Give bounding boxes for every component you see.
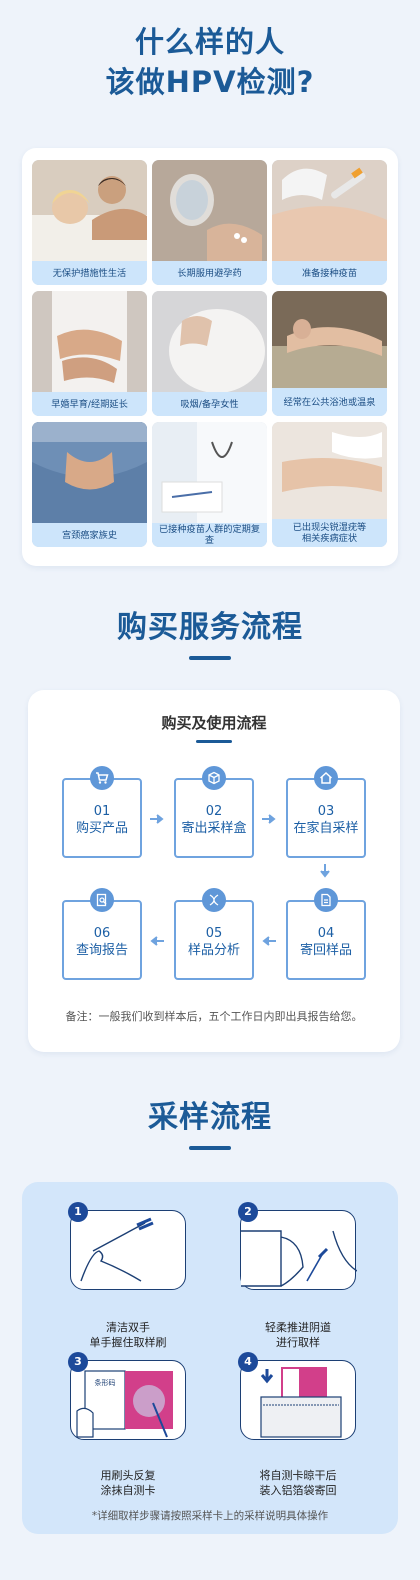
purchase-card-title: 购买及使用流程 bbox=[161, 714, 267, 732]
flow-step-num: 06 bbox=[93, 926, 111, 941]
sampling-step-caption: 将自测卡晾干后 装入铝箔袋寄回 bbox=[218, 1468, 378, 1498]
sampling-caption-line1: 用刷头反复 bbox=[100, 1469, 156, 1482]
flow-arrow-right bbox=[150, 814, 164, 824]
sampling-flow-card: 1 清洁双手 单手握住取样刷 2 轻柔推进阴道 进行取样 条形码 3 用刷头反复… bbox=[22, 1182, 398, 1534]
sampling-caption-line1: 轻柔推进阴道 bbox=[265, 1321, 331, 1334]
sampling-step-2-illustration bbox=[240, 1210, 358, 1290]
foil-bag-icon bbox=[260, 1367, 342, 1438]
page-title-line2: 该做HPV检测? bbox=[105, 65, 315, 99]
people-caption: 已出现尖锐湿疣等相关疾病症状 bbox=[272, 519, 387, 547]
purchase-note: 备注：一般我们收到样本后，五个工作日内即出具报告给您。 bbox=[65, 1010, 363, 1023]
people-caption: 长期服用避孕药 bbox=[152, 261, 267, 285]
flow-step-num: 03 bbox=[317, 804, 335, 819]
flow-step-label: 寄出采样盒 bbox=[181, 821, 247, 836]
sampling-caption-line2: 单手握住取样刷 bbox=[89, 1336, 167, 1349]
abdominal-pain-photo-icon bbox=[32, 291, 147, 392]
people-tile: 已出现尖锐湿疣等相关疾病症状 bbox=[272, 422, 387, 547]
report-search-icon bbox=[90, 888, 114, 912]
flow-step-num: 04 bbox=[317, 926, 335, 941]
document-icon bbox=[314, 888, 338, 912]
pregnant-photo-icon bbox=[152, 291, 267, 392]
home-icon bbox=[314, 766, 338, 790]
legs-photo-icon bbox=[272, 422, 387, 523]
people-caption: 早婚早育/经期延长 bbox=[32, 392, 147, 416]
people-tile: 已接种疫苗人群的定期复查 bbox=[152, 422, 267, 547]
flow-step-analysis: 05 样品分析 bbox=[174, 900, 254, 980]
smear-card-icon bbox=[76, 1370, 173, 1438]
sampling-step-caption: 用刷头反复 涂抹自测卡 bbox=[48, 1468, 208, 1498]
sampling-step-caption: 轻柔推进阴道 进行取样 bbox=[218, 1320, 378, 1350]
box-icon bbox=[202, 766, 226, 790]
cart-icon bbox=[90, 766, 114, 790]
people-tile: 吸烟/备孕女性 bbox=[152, 291, 267, 416]
sampling-step-badge: 3 bbox=[68, 1352, 88, 1372]
people-tile: 经常在公共浴池或温泉 bbox=[272, 291, 387, 416]
flow-step-label: 样品分析 bbox=[187, 943, 240, 958]
sampling-step-3-illustration: 条形码 bbox=[70, 1360, 186, 1440]
couple-photo-icon bbox=[32, 160, 147, 261]
sampling-caption-line2: 涂抹自测卡 bbox=[100, 1484, 156, 1497]
people-caption-line2: 相关疾病症状 bbox=[301, 533, 358, 544]
flow-arrow-right bbox=[262, 814, 276, 824]
flow-step-label: 寄回样品 bbox=[299, 943, 352, 958]
sampling-footnote: *详细取样步骤请按照采样卡上的采样说明具体操作 bbox=[91, 1510, 329, 1522]
flow-step-num: 02 bbox=[205, 804, 223, 819]
purchase-section-divider bbox=[189, 656, 231, 660]
sampling-step-badge: 4 bbox=[238, 1352, 258, 1372]
purchase-card-divider bbox=[196, 740, 232, 743]
sampling-section-divider bbox=[189, 1146, 231, 1150]
flow-step-self-sample: 03 在家自采样 bbox=[286, 778, 366, 858]
flow-arrow-down bbox=[320, 864, 330, 878]
flow-step-label: 查询报告 bbox=[75, 943, 128, 958]
flow-step-label: 在家自采样 bbox=[293, 821, 359, 836]
sampling-caption-line1: 将自测卡晾干后 bbox=[259, 1469, 337, 1482]
sampling-caption-line2: 进行取样 bbox=[276, 1336, 320, 1349]
flow-step-report: 06 查询报告 bbox=[62, 900, 142, 980]
people-tile: 宫颈癌家族史 bbox=[32, 422, 147, 547]
people-tile: 早婚早育/经期延长 bbox=[32, 291, 147, 416]
insert-brush-icon bbox=[241, 1230, 358, 1287]
hand-brush-icon bbox=[80, 1217, 154, 1282]
sampling-step-caption: 清洁双手 单手握住取样刷 bbox=[48, 1320, 208, 1350]
sampling-caption-line2: 装入铝箔袋寄回 bbox=[259, 1484, 337, 1497]
barcode-label: 条形码 bbox=[94, 1379, 116, 1387]
flow-step-num: 01 bbox=[93, 804, 111, 819]
people-caption: 吸烟/备孕女性 bbox=[152, 392, 267, 416]
flow-step-send-back: 04 寄回样品 bbox=[286, 900, 366, 980]
sampling-step-badge: 1 bbox=[68, 1202, 88, 1222]
doctor-photo-icon bbox=[152, 422, 267, 523]
people-caption: 无保护措施性生活 bbox=[32, 261, 147, 285]
people-caption: 经常在公共浴池或温泉 bbox=[272, 388, 387, 416]
hot-spring-photo-icon bbox=[272, 291, 387, 392]
pelvis-photo-icon bbox=[32, 422, 147, 523]
flow-step-num: 05 bbox=[205, 926, 223, 941]
flow-step-ship-kit: 02 寄出采样盒 bbox=[174, 778, 254, 858]
flow-step-buy: 01 购买产品 bbox=[62, 778, 142, 858]
sampling-step-badge: 2 bbox=[238, 1202, 258, 1222]
dna-icon bbox=[202, 888, 226, 912]
pills-photo-icon bbox=[152, 160, 267, 261]
people-caption: 已接种疫苗人群的定期复查 bbox=[152, 523, 267, 547]
people-tile: 长期服用避孕药 bbox=[152, 160, 267, 285]
people-caption-line1: 已出现尖锐湿疣等 bbox=[292, 522, 367, 533]
purchase-flow-card: 购买及使用流程 01 购买产品 02 寄出采样盒 03 在家自采样 06 查询报… bbox=[28, 690, 400, 1052]
vaccine-photo-icon bbox=[272, 160, 387, 261]
people-tile: 无保护措施性生活 bbox=[32, 160, 147, 285]
flow-step-label: 购买产品 bbox=[75, 821, 128, 836]
sampling-step-4-illustration bbox=[240, 1360, 356, 1440]
sampling-step-1-illustration bbox=[70, 1210, 186, 1290]
flow-arrow-left bbox=[262, 936, 276, 946]
sampling-section-title: 采样流程 bbox=[148, 1100, 272, 1135]
sampling-caption-line1: 清洁双手 bbox=[106, 1321, 150, 1334]
people-caption: 准备接种疫苗 bbox=[272, 261, 387, 285]
target-people-card: 无保护措施性生活 长期服用避孕药 准备接种疫苗 bbox=[22, 148, 398, 566]
people-caption: 宫颈癌家族史 bbox=[32, 523, 147, 547]
purchase-section-title: 购买服务流程 bbox=[117, 610, 303, 645]
page-title-line1: 什么样的人 bbox=[134, 25, 285, 59]
people-tile: 准备接种疫苗 bbox=[272, 160, 387, 285]
flow-arrow-left bbox=[150, 936, 164, 946]
